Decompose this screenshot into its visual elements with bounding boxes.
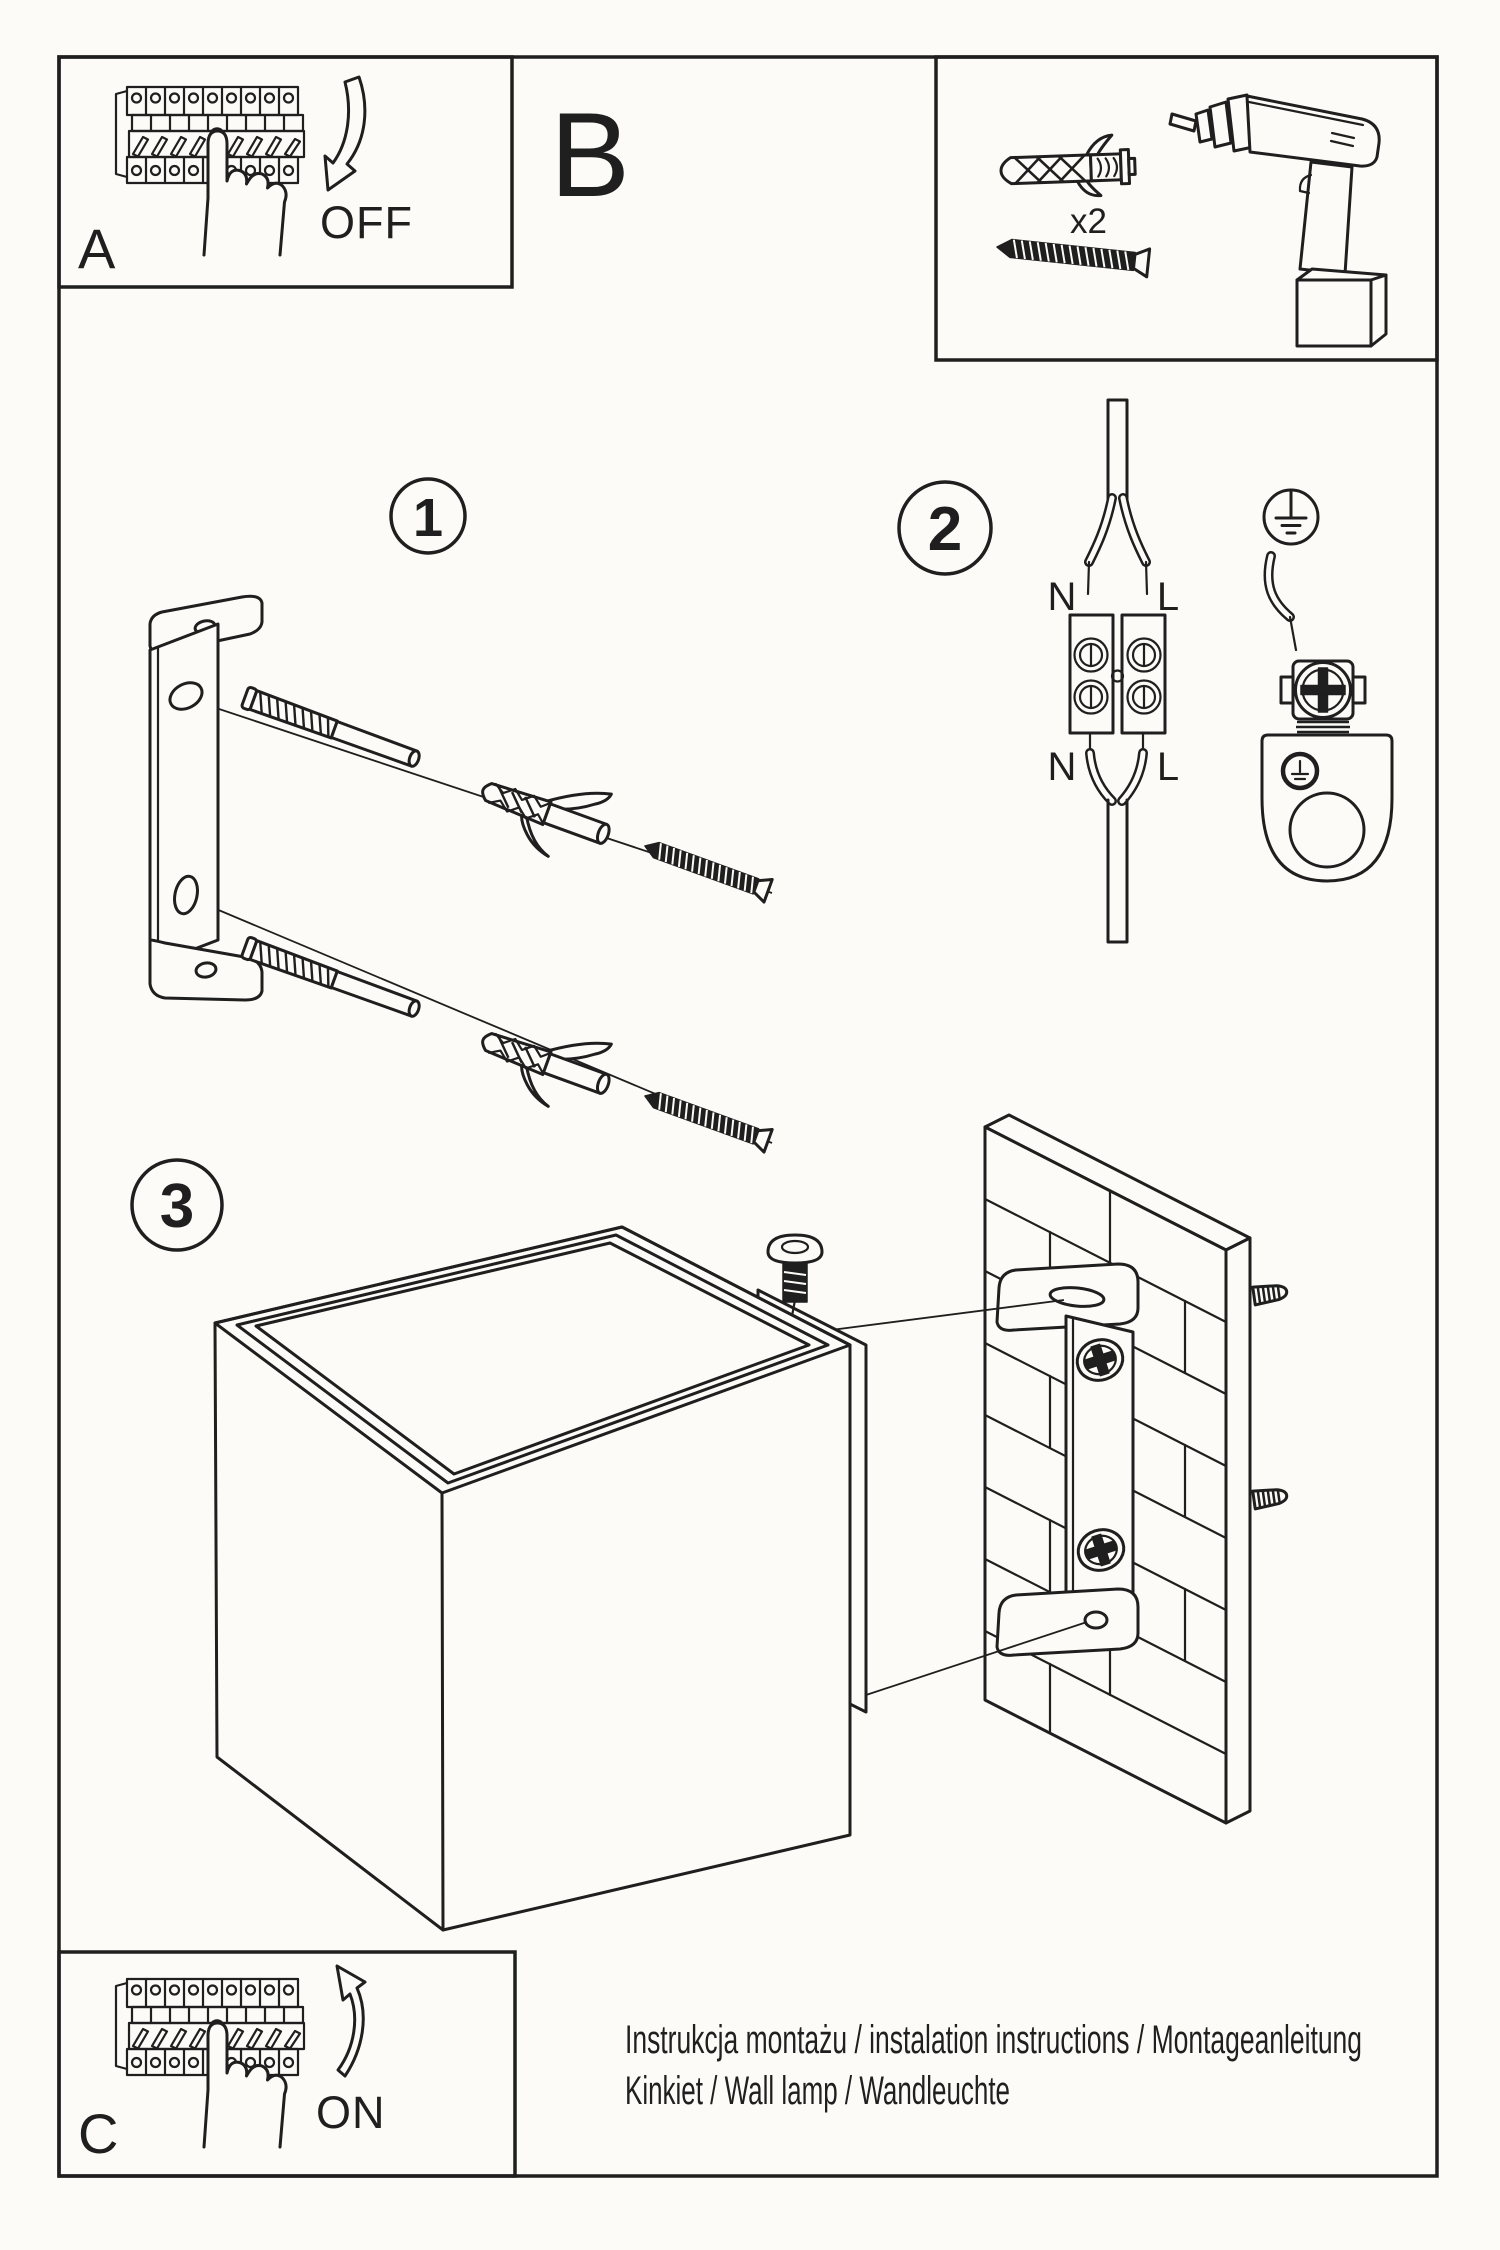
anchor-stud-icon: [1251, 1484, 1290, 1511]
wire-label-l-bottom: L: [1157, 745, 1179, 789]
wall-plug-anchor-icon: [998, 132, 1138, 201]
footer-line-2: Kinkiet / Wall lamp / Wandleuchte: [625, 2069, 1010, 2113]
wire-label-l-top: L: [1157, 575, 1179, 619]
on-label: ON: [316, 2087, 386, 2138]
footer-line-1: Instrukcja montażu / instalation instruc…: [625, 2018, 1362, 2062]
alignment-line: [865, 1621, 1088, 1696]
cordless-drill-icon: [1168, 93, 1388, 348]
alignment-line: [799, 1299, 1065, 1335]
step-1: 1: [148, 477, 774, 1154]
ground-terminal-icon: [1279, 659, 1367, 739]
screw-icon: [239, 685, 424, 772]
step-2-badge: [897, 480, 993, 576]
step-1-number: 1: [413, 488, 443, 548]
section-a-label: A: [78, 217, 116, 280]
wall-screw-icon: [639, 1083, 774, 1154]
wall-plug-anchor-icon: [467, 1000, 624, 1125]
wire-label-n-top: N: [1048, 575, 1077, 619]
screw-icon: [239, 935, 424, 1022]
step-3: 3: [130, 1113, 1290, 1932]
fixing-screw-icon: [766, 1233, 824, 1334]
step-3-number: 3: [160, 1172, 194, 1241]
mains-cable-icon: [1084, 398, 1151, 596]
wire-label-n-bottom: N: [1048, 745, 1077, 789]
wall-bracket-icon: [995, 1262, 1140, 1657]
curved-arrow-down-icon: [323, 75, 367, 192]
lamp-canopy-icon: [1260, 733, 1394, 883]
section-c-frame: [57, 1950, 517, 2178]
wall-screw-icon: [639, 833, 774, 904]
cube-lamp-icon: [213, 1225, 852, 1932]
step-1-badge: [389, 477, 467, 555]
section-c-power-on: ON C: [57, 1950, 517, 2178]
ground-wire-icon: [1263, 551, 1298, 652]
quantity-label: x2: [1070, 202, 1107, 241]
anchor-stud-icon: [1251, 1280, 1290, 1307]
wall-plug-anchor-icon: [467, 750, 624, 875]
step-3-badge: [130, 1158, 224, 1252]
page-border: [57, 55, 1439, 2178]
step-2-number: 2: [928, 495, 962, 564]
curved-arrow-up-icon: [335, 1964, 367, 2078]
footer: Instrukcja montażu / instalation instruc…: [625, 2018, 1362, 2113]
step-2: 2 N L N L: [897, 398, 1394, 944]
section-c-label: C: [78, 2102, 118, 2165]
mounting-bracket-icon: [148, 594, 264, 1002]
earth-ground-symbol-icon: [1262, 488, 1320, 546]
hardware-box-frame: [934, 55, 1439, 362]
lamp-cable-icon: [1085, 731, 1148, 944]
circuit-breaker-panel-icon: [114, 85, 306, 257]
section-a-frame: [57, 55, 514, 289]
terminal-block-icon: [1068, 613, 1167, 735]
section-a-power-off: OFF A: [57, 55, 514, 289]
off-label: OFF: [320, 197, 413, 248]
circuit-breaker-panel-icon: [114, 1977, 306, 2149]
hardware-box: x2: [934, 55, 1439, 362]
section-b-label: B: [550, 88, 630, 222]
